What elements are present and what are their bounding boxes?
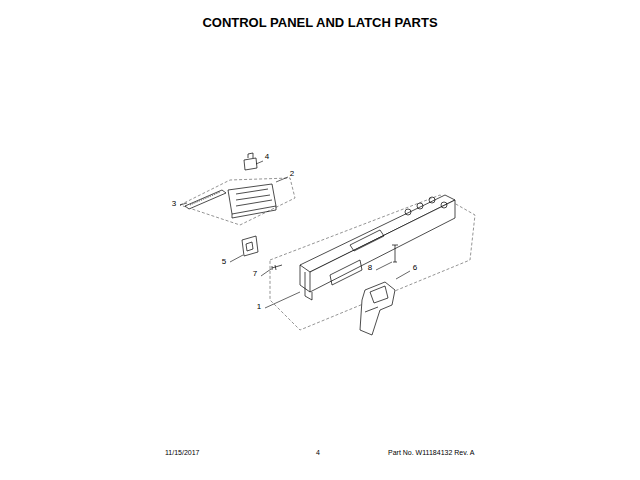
part-number: Part No. W11184132 Rev. A: [388, 449, 474, 456]
page-number: 4: [316, 449, 320, 456]
callout-number: 1: [257, 303, 261, 311]
footer-date: 11/15/2017: [165, 449, 200, 456]
callout-number: 2: [290, 170, 294, 178]
diagram-title: CONTROL PANEL AND LATCH PARTS: [202, 16, 437, 29]
callout-number: 8: [368, 264, 372, 272]
callout-number: 5: [222, 258, 226, 266]
callout-number: 6: [413, 264, 417, 272]
callout-number: 7: [253, 270, 257, 278]
callout-number: 4: [265, 153, 269, 161]
callout-number: 3: [172, 200, 176, 208]
